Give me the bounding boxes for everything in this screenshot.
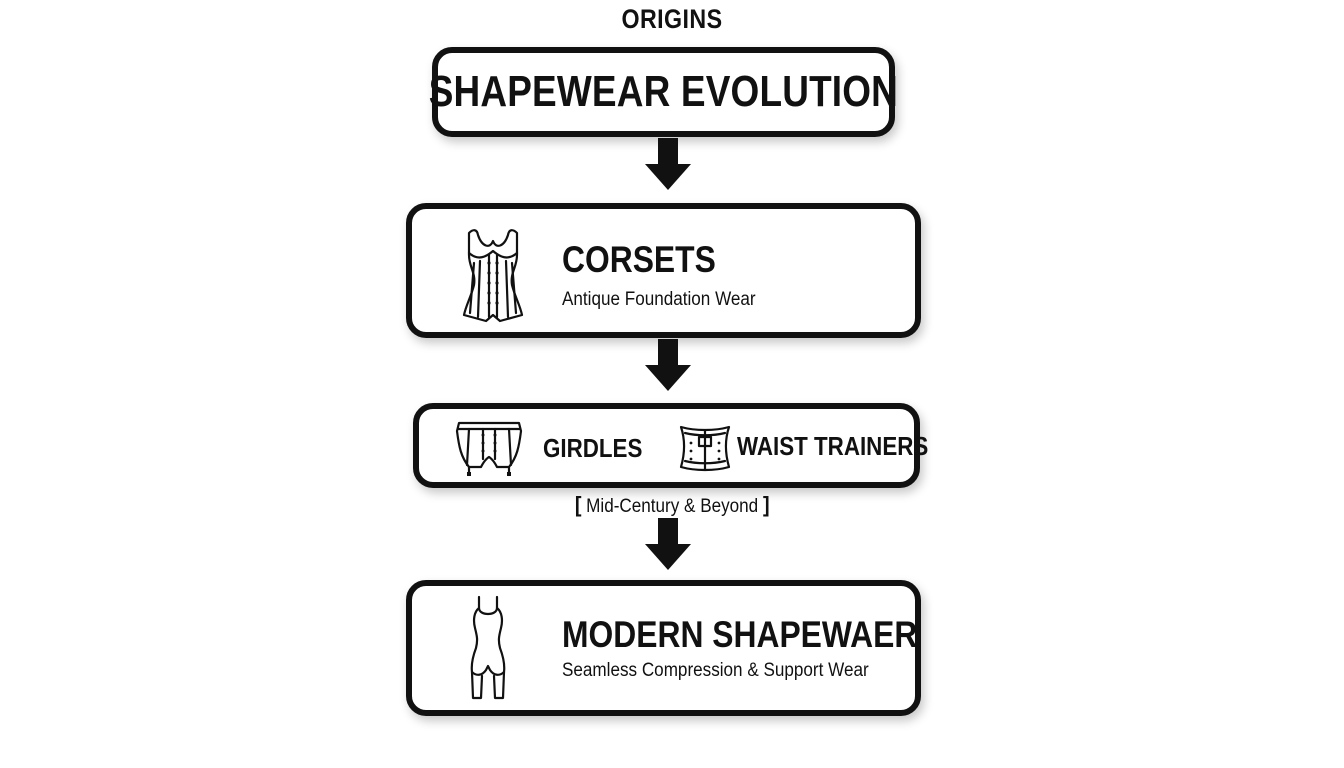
bracket-close: ] <box>762 492 770 517</box>
modern-heading: MODERN SHAPEWAER <box>562 614 918 655</box>
title-box: SHAPEWEAR EVOLUTION <box>428 47 899 137</box>
arrow-down-icon <box>645 339 691 391</box>
waist-trainer-icon <box>679 425 731 472</box>
bracket-open: [ <box>574 492 582 517</box>
waist-trainers-heading: WAIST TRAINERS <box>737 431 929 461</box>
origins-label: ORIGINS <box>621 4 723 34</box>
girdles-heading: GIRDLES <box>543 433 643 463</box>
bodysuit-icon <box>470 595 506 700</box>
diagram-title: SHAPEWEAR EVOLUTION <box>428 67 899 116</box>
corsets-heading: CORSETS <box>562 239 716 280</box>
mid-century-stage-box: GIRDLES WAIST TRAINERS <box>413 403 928 488</box>
corset-icon <box>462 229 524 323</box>
modern-stage-box: MODERN SHAPEWAER Seamless Compression & … <box>406 580 921 716</box>
arrow-down-icon <box>645 518 691 570</box>
mid-century-label-text: Mid-Century & Beyond <box>585 496 759 517</box>
mid-century-label: [ Mid-Century & Beyond ] <box>0 492 1344 518</box>
corsets-subtitle: Antique Foundation Wear <box>562 289 756 310</box>
arrow-down-icon <box>645 138 691 190</box>
corsets-stage-box: CORSETS Antique Foundation Wear <box>406 203 921 338</box>
girdle-icon <box>455 421 523 477</box>
modern-subtitle: Seamless Compression & Support Wear <box>562 660 869 681</box>
